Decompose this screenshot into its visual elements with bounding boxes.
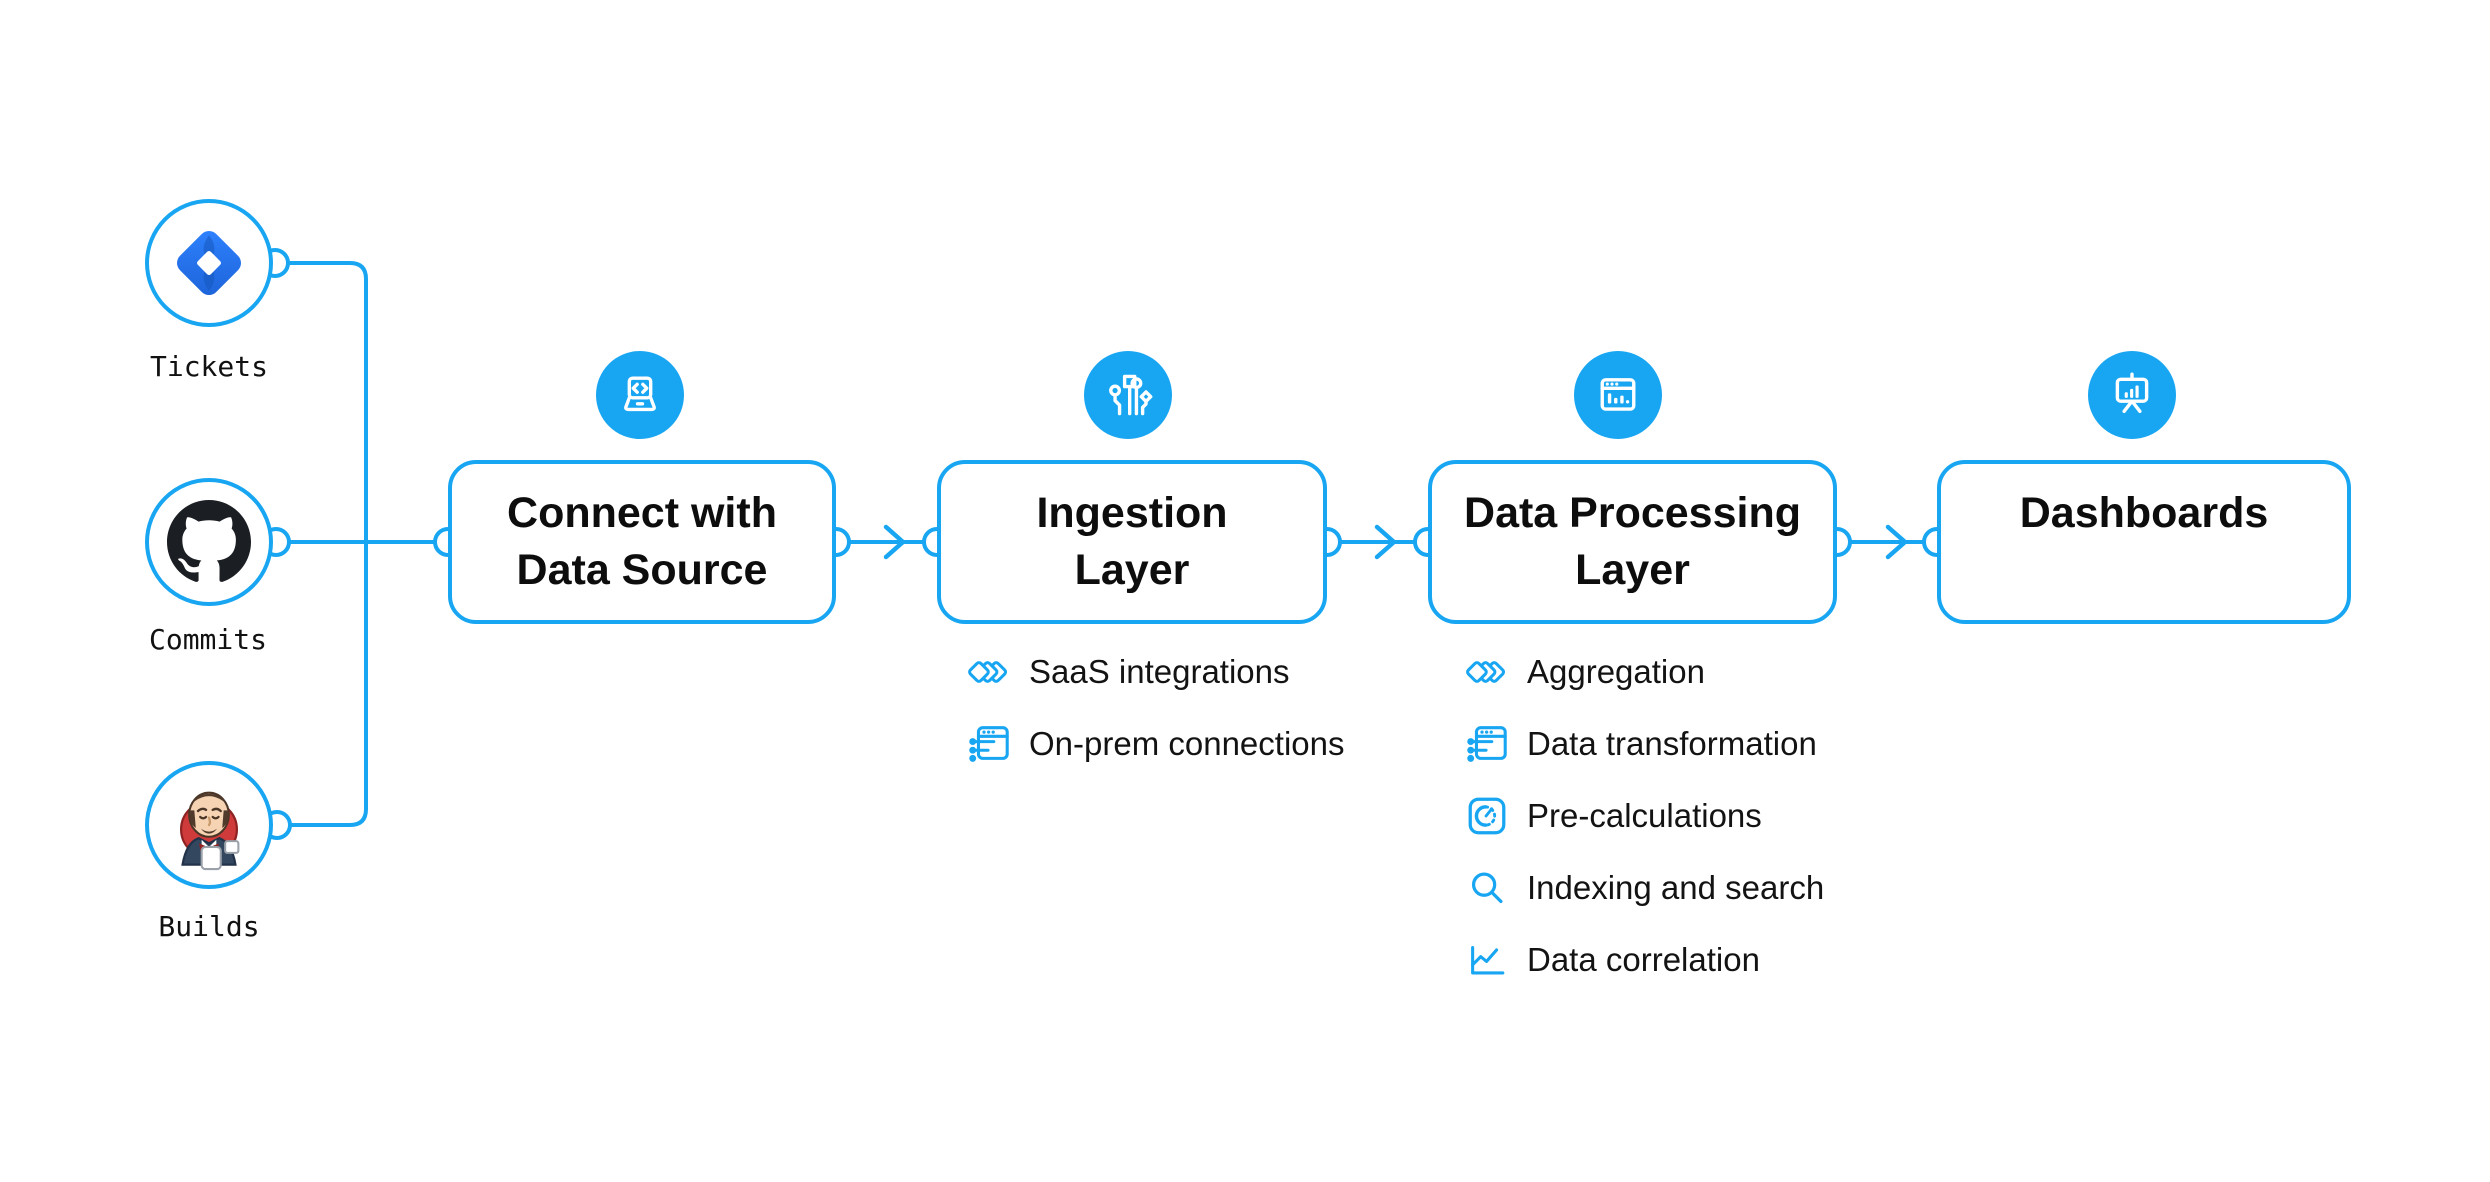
flow-arrow — [1374, 524, 1397, 560]
github-logo — [167, 500, 251, 582]
stage-box-connect-with-data-source: Connect with Data Source — [448, 460, 836, 624]
source-node-commits — [145, 478, 273, 606]
list-item: SaaS integrations — [966, 636, 1344, 708]
source-label-commits: Commits — [148, 623, 267, 656]
list-item: Data transformation — [1464, 708, 1824, 780]
stage-bubble-ingestion — [1084, 351, 1172, 439]
list-item: Aggregation — [1464, 636, 1824, 708]
window-nodes-icon — [969, 726, 1009, 762]
feature-label: On-prem connections — [1029, 725, 1345, 762]
source-node-tickets — [145, 199, 273, 327]
stacked-diamonds-icon — [1466, 661, 1506, 683]
feature-label: Pre-calculations — [1527, 797, 1762, 834]
flow-arrow — [883, 524, 906, 560]
stage-bubble-dashboards — [2088, 351, 2176, 439]
window-chart-icon — [1600, 378, 1636, 411]
stage-bubble-processing — [1574, 351, 1662, 439]
window-nodes-icon — [1467, 726, 1507, 762]
jenkins-logo — [179, 791, 240, 871]
flow-arrow — [1885, 524, 1908, 560]
feature-label: Aggregation — [1527, 653, 1705, 690]
stage-box-ingestion-layer: Ingestion Layer — [937, 460, 1327, 624]
processing-feature-list: Aggregation Data transformation — [1464, 636, 1824, 996]
list-item: On-prem connections — [966, 708, 1344, 780]
stage-bubble-connect — [596, 351, 684, 439]
source-label-tickets: Tickets — [149, 350, 268, 383]
laptop-code-icon — [624, 376, 656, 412]
jira-logo — [177, 231, 241, 295]
stage-box-dashboards: Dashboards — [1937, 460, 2351, 624]
list-item: Indexing and search — [1464, 852, 1824, 924]
circuit-branches-icon — [1109, 374, 1153, 416]
feature-label: SaaS integrations — [1029, 653, 1290, 690]
search-icon — [1471, 872, 1503, 904]
presentation-chart-icon — [2115, 372, 2149, 413]
stacked-diamonds-icon — [968, 661, 1008, 683]
gauge-square-icon — [1468, 797, 1506, 835]
source-label-builds: Builds — [158, 910, 260, 943]
source-node-builds — [145, 761, 273, 889]
list-item: Pre-calculations — [1464, 780, 1824, 852]
ingestion-feature-list: SaaS integrations On-prem connections — [966, 636, 1344, 780]
line-chart-icon — [1471, 946, 1505, 975]
feature-label: Data correlation — [1527, 941, 1760, 978]
feature-label: Data transformation — [1527, 725, 1817, 762]
stage-box-data-processing-layer: Data Processing Layer — [1428, 460, 1837, 624]
list-item: Data correlation — [1464, 924, 1824, 996]
feature-label: Indexing and search — [1527, 869, 1825, 906]
